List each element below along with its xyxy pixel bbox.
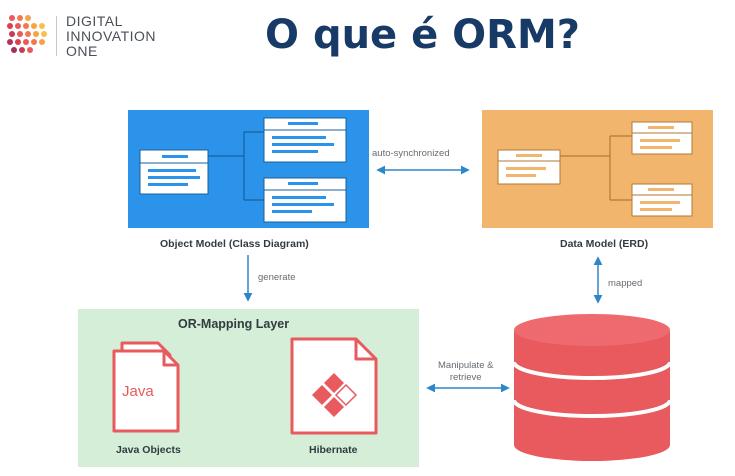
logo-line-2: INNOVATION <box>66 28 157 44</box>
logo-text: DIGITAL INNOVATION ONE <box>66 14 156 59</box>
database-icon <box>512 314 672 461</box>
orm-layer-title: OR-Mapping Layer <box>178 317 290 331</box>
generate-arrow-label: generate <box>258 272 296 283</box>
logo: DIGITAL INNOVATION ONE <box>6 10 166 60</box>
java-objects-label: Java Objects <box>116 444 181 456</box>
sync-arrow-label: auto-synchronized <box>372 148 450 159</box>
logo-line-3: ONE <box>66 43 98 59</box>
orm-layer-illustration <box>112 337 378 435</box>
logo-line-1: DIGITAL <box>66 13 123 29</box>
page-title: O que é ORM? <box>265 12 580 58</box>
hibernate-label: Hibernate <box>309 444 358 456</box>
java-icon-text: Java <box>122 383 154 400</box>
data-model-label: Data Model (ERD) <box>560 238 649 250</box>
erd-illustration <box>497 121 693 217</box>
orm-layer-box: OR-Mapping Layer Java Java Objects Hiber… <box>78 309 419 467</box>
object-model-box <box>128 110 369 228</box>
data-model-box <box>482 110 713 228</box>
logo-dots-icon <box>7 15 47 53</box>
manipulate-arrow-label: Manipulate & retrieve <box>438 360 493 384</box>
class-diagram-illustration <box>139 117 347 223</box>
logo-divider <box>56 16 57 56</box>
mapped-arrow-label: mapped <box>608 278 643 289</box>
object-model-label: Object Model (Class Diagram) <box>160 238 309 250</box>
manipulate-line-1: Manipulate & <box>438 360 494 371</box>
manipulate-line-2: retrieve <box>449 372 482 383</box>
